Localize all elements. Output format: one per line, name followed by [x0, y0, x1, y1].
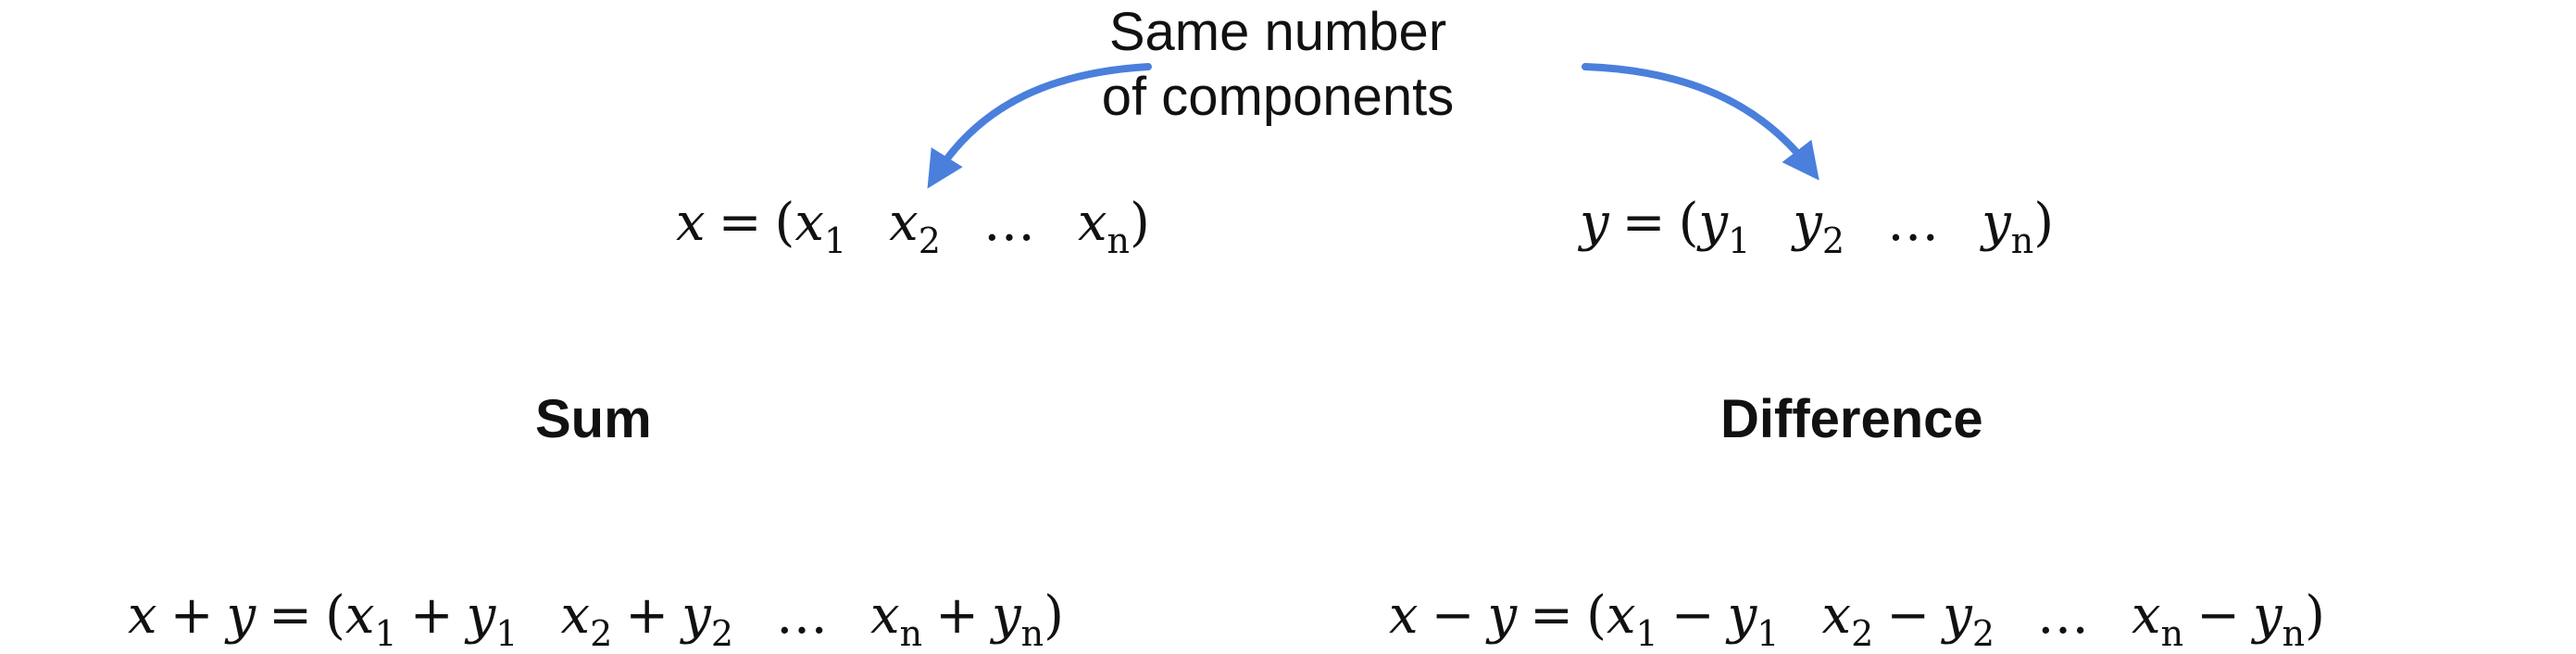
vector-y-name: y	[1580, 193, 1609, 253]
same-components-annotation: Same number of components	[1046, 0, 1509, 130]
y-component-2-index: 2	[1821, 220, 1845, 261]
diff-term-n-y-index: n	[2282, 613, 2306, 654]
diff-term-2-y-index: 2	[1971, 613, 1995, 654]
equals-sign: =	[269, 585, 313, 646]
diff-term-n-y: y	[2253, 585, 2282, 646]
open-paren: (	[325, 585, 345, 646]
y-component-2-base: y	[1793, 193, 1822, 253]
close-paren: )	[2033, 193, 2055, 253]
sum-term-1-x-index: 1	[374, 613, 397, 654]
sum-term-2-x: x	[560, 585, 591, 646]
arrow-left	[927, 63, 1152, 189]
diff-term-1-operator: −	[1670, 585, 1715, 646]
sum-lhs-operator: +	[169, 585, 214, 646]
diff-term-1-x-index: 1	[1635, 613, 1658, 654]
equals-sign: =	[1621, 193, 1666, 253]
sum-term-2-y: y	[682, 585, 711, 646]
y-component-1-base: y	[1698, 193, 1729, 253]
sum-term-2-operator: +	[625, 585, 669, 646]
open-paren: (	[1586, 585, 1607, 646]
x-component-2-base: x	[889, 193, 919, 253]
diff-term-n-operator: −	[2196, 585, 2240, 646]
sum-lhs-y: y	[226, 585, 256, 646]
x-component-2-index: 2	[918, 220, 941, 261]
sum-term-2-y-index: 2	[710, 613, 733, 654]
arrow-right	[1582, 63, 1819, 181]
sum-term-2-x-index: 2	[590, 613, 613, 654]
sum-term-n-operator: +	[935, 585, 979, 646]
close-paren: )	[1044, 585, 1064, 646]
close-paren: )	[1130, 193, 1150, 253]
diff-term-n-x-index: n	[2160, 613, 2184, 654]
sum-ellipsis: …	[776, 585, 828, 646]
x-component-1-base: x	[794, 193, 824, 253]
sum-term-1-y: y	[466, 585, 496, 646]
x-ellipsis: …	[982, 193, 1035, 253]
sum-term-1-x: x	[344, 585, 375, 646]
annotation-line-1: Same number	[1108, 2, 1447, 62]
x-component-n-base: x	[1077, 193, 1107, 253]
sum-term-1-y-index: 1	[495, 613, 519, 654]
equals-sign: =	[718, 193, 762, 253]
open-paren: (	[1678, 193, 1699, 253]
sum-lhs-x: x	[128, 585, 157, 646]
sum-heading: Sum	[535, 389, 652, 449]
diff-term-1-x: x	[1606, 585, 1636, 646]
sum-term-n-x: x	[870, 585, 900, 646]
diff-term-1-y: y	[1727, 585, 1757, 646]
diff-lhs-y: y	[1487, 585, 1518, 646]
diff-ellipsis: …	[2037, 585, 2089, 646]
difference-heading: Difference	[1720, 389, 1983, 449]
y-component-n-index: n	[2010, 220, 2034, 261]
x-component-1-index: 1	[823, 220, 847, 261]
diff-term-n-x: x	[2132, 585, 2161, 646]
diff-term-2-x-index: 2	[1851, 613, 1874, 654]
diff-term-2-y: y	[1943, 585, 1972, 646]
open-paren: (	[774, 193, 795, 253]
sum-term-1-operator: +	[409, 585, 454, 646]
y-component-1-index: 1	[1728, 220, 1751, 261]
vector-x-name: x	[676, 193, 706, 253]
equals-sign: =	[1530, 585, 1574, 646]
diff-lhs-x: x	[1389, 585, 1419, 646]
x-component-n-index: n	[1107, 220, 1131, 261]
y-component-n-base: y	[1982, 193, 2011, 253]
diff-term-2-operator: −	[1886, 585, 1931, 646]
y-ellipsis: …	[1887, 193, 1940, 253]
diff-term-1-y-index: 1	[1757, 613, 1780, 654]
annotation-line-2: of components	[1101, 67, 1455, 127]
sum-term-n-y: y	[992, 585, 1021, 646]
diff-lhs-operator: −	[1431, 585, 1475, 646]
close-paren: )	[2305, 585, 2325, 646]
diff-term-2-x: x	[1821, 585, 1852, 646]
sum-term-n-x-index: n	[899, 613, 923, 654]
sum-term-n-y-index: n	[1020, 613, 1044, 654]
